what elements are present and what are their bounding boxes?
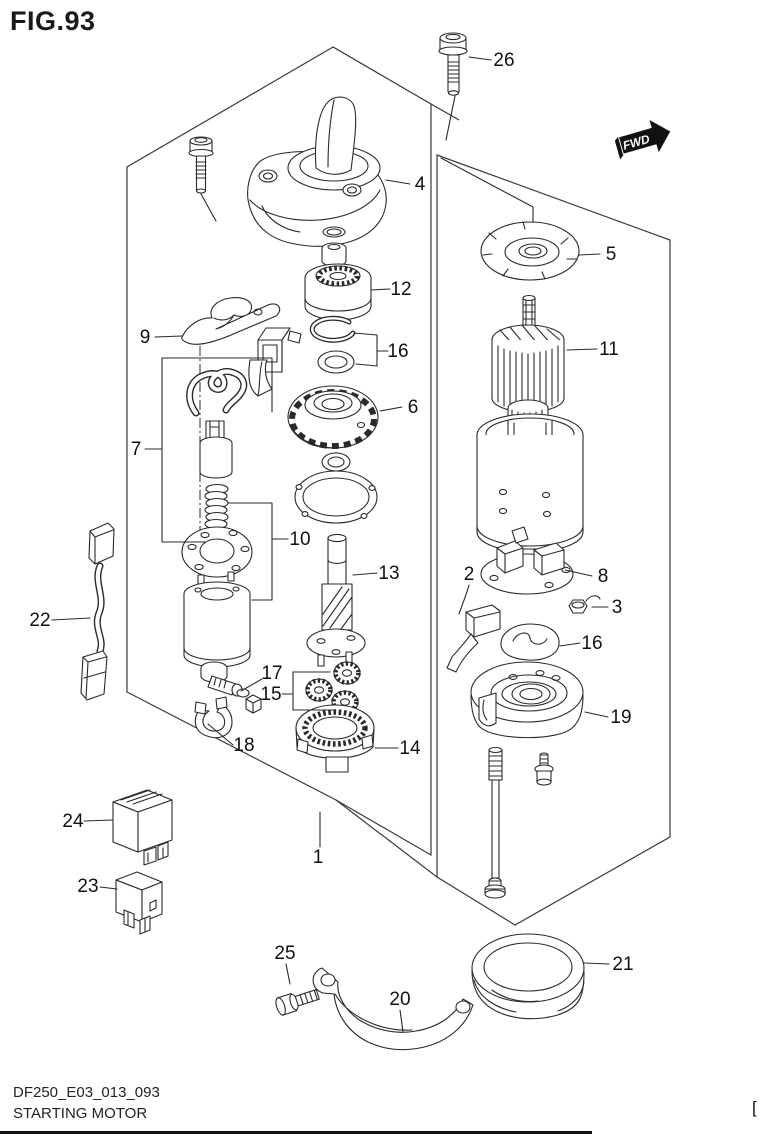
part-label-26: 26: [493, 50, 514, 71]
part-label-10: 10: [289, 529, 310, 550]
part-label-7: 7: [131, 439, 142, 460]
part-label-21: 21: [612, 954, 633, 975]
part-17-terminal-bolt: [207, 675, 262, 714]
mounting-bolt-small: [188, 136, 214, 194]
part-22-lead-wire: [80, 522, 115, 701]
part-label-3: 3: [612, 597, 623, 618]
part-7-switch-group: [186, 368, 248, 530]
part-12-pinion-gear: [304, 263, 372, 321]
part-8-brush-plate: [480, 526, 574, 595]
footer: DF250_E03_013_093 STARTING MOTOR: [13, 1082, 160, 1124]
part-label-23: 23: [77, 876, 98, 897]
part-label-11: 11: [599, 339, 619, 360]
o-ring-and-bushing: [321, 226, 347, 267]
part-5-disc: [480, 221, 580, 281]
part-label-2: 2: [464, 564, 475, 585]
part-label-22: 22: [29, 610, 50, 631]
part-18-clamp: [194, 696, 233, 739]
part-9-fork-lever: [181, 297, 281, 345]
figure-title: FIG.93: [10, 6, 96, 36]
part-label-6: 6: [408, 397, 419, 418]
part-16-lock-washer: [500, 623, 560, 661]
part-label-16a: 16: [387, 341, 408, 362]
brush-holder-piece: [248, 327, 302, 397]
part-label-16b: 16: [581, 633, 602, 654]
part-3-nut: [568, 595, 601, 614]
part-label-19: 19: [610, 707, 631, 728]
part-label-5: 5: [606, 244, 617, 265]
part-label-15: 15: [260, 684, 281, 705]
part-label-9: 9: [140, 327, 151, 348]
part-20-strap: [312, 967, 474, 1051]
figure-caption: STARTING MOTOR: [13, 1105, 148, 1122]
through-bolt: [484, 746, 506, 899]
part-23-relay: [115, 871, 163, 935]
part-6-adjust-cap: [287, 385, 379, 449]
motor-yoke: [476, 413, 584, 558]
part-labels: 1 2 3 4 5 6 7 8 9 10 11 12 13 14 15 16 1…: [29, 50, 633, 1010]
bottom-rule: [0, 1131, 592, 1134]
corner-bracket: [: [752, 1098, 757, 1117]
part-label-24: 24: [62, 811, 84, 832]
part-4-housing: [247, 96, 387, 247]
part-label-12: 12: [390, 279, 411, 300]
short-screw: [534, 752, 554, 786]
part-11-armature: [491, 294, 565, 432]
fwd-arrow: FWD: [614, 117, 672, 160]
part-13-shaft: [306, 533, 366, 667]
part-2-lever: [446, 604, 501, 673]
part-label-1: 1: [313, 847, 324, 868]
part-label-13: 13: [378, 563, 399, 584]
part-label-4: 4: [415, 174, 426, 195]
assembly-box-right: [335, 154, 671, 926]
part-label-14: 14: [399, 738, 421, 759]
figure-code: DF250_E03_013_093: [13, 1084, 160, 1101]
leader-lines: [51, 56, 610, 1033]
part-25-bolt: [275, 989, 320, 1016]
part-label-8: 8: [598, 566, 609, 587]
part-10-solenoid: [181, 526, 253, 683]
part-label-25: 25: [274, 943, 295, 964]
bolt-26: [438, 32, 468, 96]
part-19-end-housing: [470, 661, 584, 739]
part-label-20: 20: [389, 989, 410, 1010]
part-24-relay: [112, 789, 173, 866]
part-14-ring-gear: [295, 704, 375, 773]
washer-and-gasket: [294, 452, 378, 524]
part-label-18: 18: [233, 735, 254, 756]
part-16-snapring-washer: [309, 315, 356, 374]
part-label-17: 17: [261, 663, 282, 684]
part-21-ring: [471, 933, 585, 1020]
